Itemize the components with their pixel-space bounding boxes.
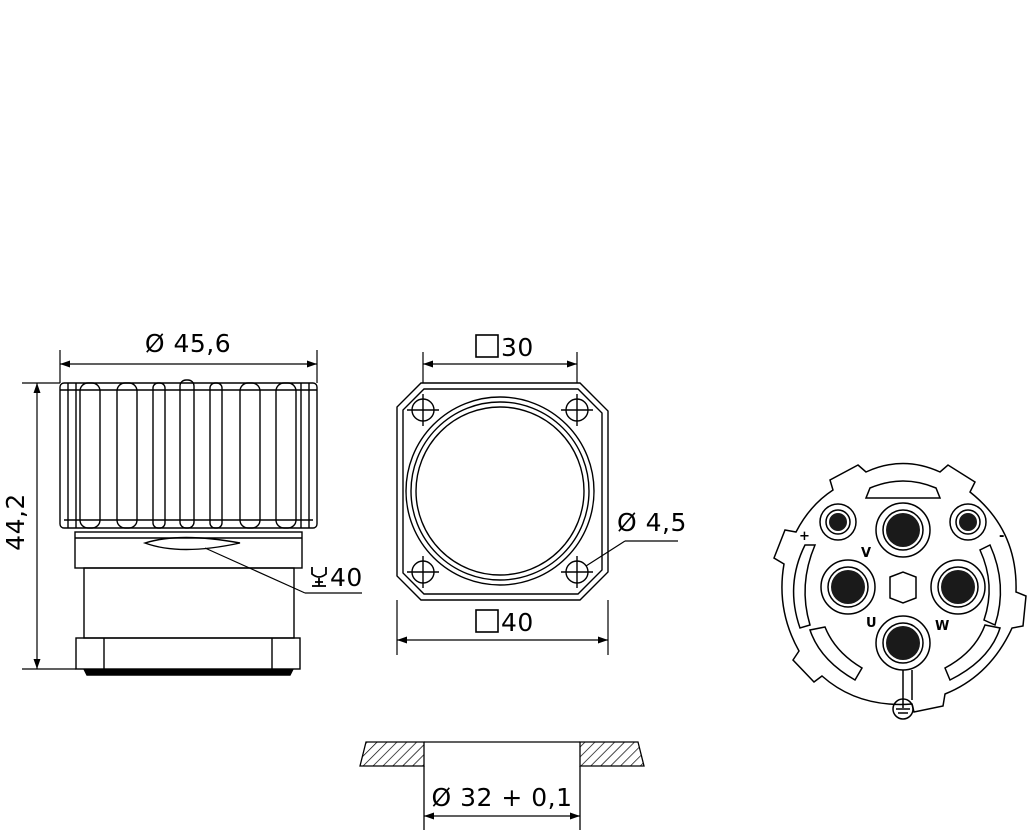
- panel-left: [359, 741, 425, 767]
- pin-u: [831, 570, 865, 604]
- front-view: [396, 382, 609, 601]
- insert-outline: [773, 462, 1027, 713]
- pin-label-minus: -: [999, 529, 1004, 544]
- diameter-label-side: Ø 45,6: [145, 329, 231, 358]
- pin-w: [941, 570, 975, 604]
- panel-right: [579, 741, 645, 767]
- wrench-icon: [311, 567, 327, 587]
- hole-diameter-label: Ø 4,5: [617, 508, 687, 537]
- height-label: 44,2: [1, 493, 30, 551]
- square-flange: [396, 382, 609, 601]
- square-symbol-icon: [475, 334, 499, 358]
- receptacle-ring: [405, 396, 595, 586]
- wrench-size-label: 40: [330, 563, 363, 592]
- pin-fills: [829, 513, 977, 660]
- pin-plus: [829, 513, 847, 531]
- flange-inner-label: 30: [501, 333, 534, 362]
- pin-v: [886, 513, 920, 547]
- side-dimensions: [22, 350, 362, 670]
- pin-label-u: U: [866, 616, 877, 631]
- side-view: [59, 379, 318, 676]
- flange-outer-label: 40: [501, 608, 534, 637]
- pin-minus: [959, 513, 977, 531]
- panel-cutout-label: Ø 32 + 0,1: [431, 783, 572, 812]
- pin-label-plus: +: [799, 529, 810, 544]
- mounting-holes: [407, 394, 593, 588]
- mounting-flange: [75, 637, 301, 670]
- housing-body: [83, 567, 295, 639]
- center-key: [889, 571, 917, 604]
- panel-cutout-view: [359, 741, 645, 830]
- knurled-nut: [59, 382, 318, 529]
- pin-bottom: [886, 626, 920, 660]
- square-symbol-icon: [475, 609, 499, 633]
- pin-layout-view: [773, 462, 1027, 713]
- front-dimensions: [396, 352, 678, 655]
- pin-label-w: W: [935, 619, 949, 634]
- grip-ribs: [67, 379, 310, 529]
- pin-label-v: V: [861, 546, 871, 561]
- ground-symbol-icon: [892, 698, 914, 720]
